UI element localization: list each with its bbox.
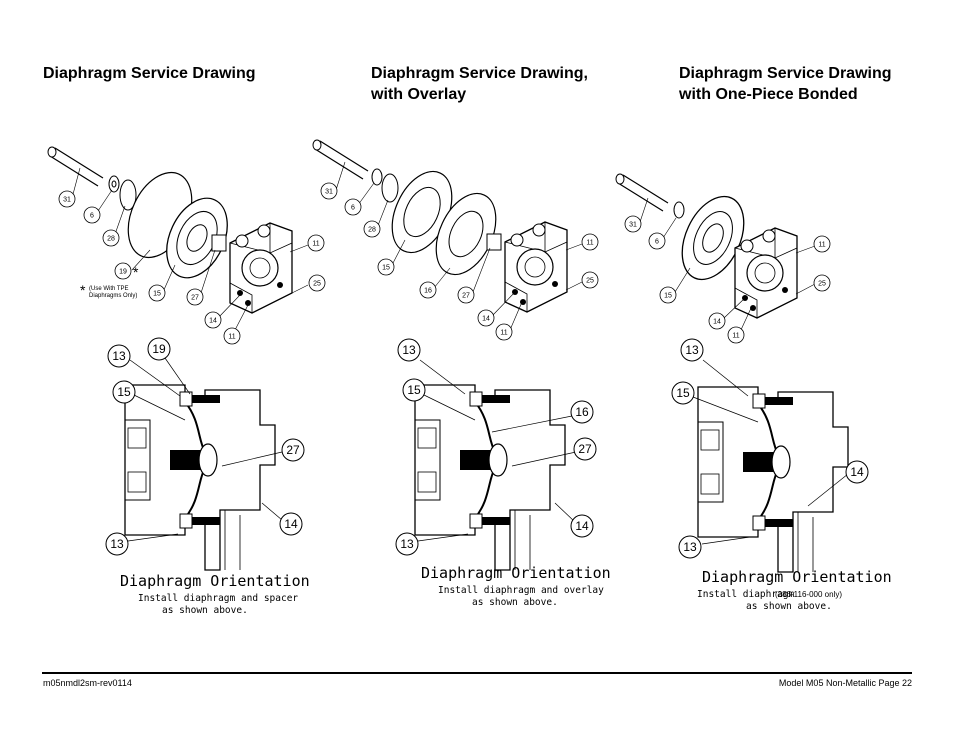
callout-6: 6 [351,205,355,212]
callout-27: 27 [578,442,592,456]
exploded-view-col3: 31 6 15 14 11 11 25 [615,173,831,344]
callout-14: 14 [209,318,217,325]
orientation-part-number: (286-116-000 only) [775,590,842,599]
header-service-drawing-bonded: Diaphragm Service Drawing with One-Piece… [679,63,892,105]
orientation-line1: Install diaphragm and spacer [138,593,298,604]
callout-16: 16 [575,405,589,419]
callout-15: 15 [407,383,421,397]
header-line: with Overlay [371,86,467,103]
orientation-title: Diaphragm Orientation [120,572,310,590]
orientation-line1: Install diaphragm and overlay [438,585,604,596]
callout-13: 13 [112,349,126,363]
callout-28: 28 [107,236,115,243]
callout-13: 13 [400,537,414,551]
orientation-title: Diaphragm Orientation [421,564,611,582]
section-view-col3: 13 15 14 13 [671,338,869,573]
exploded-view-col1: 31 6 28 19 15 27 14 11 11 25 * * (Use Wi… [47,146,326,345]
header-service-drawing: Diaphragm Service Drawing [43,63,256,84]
exploded-view-col2: 31 6 28 15 16 27 14 11 11 25 [312,139,599,341]
asterisk-mark: * [80,282,86,298]
callout-11: 11 [732,333,739,340]
section-view-col2: 13 15 16 27 14 13 [395,338,597,571]
callout-14: 14 [482,316,490,323]
orientation-line2: as shown above. [162,605,248,616]
callout-11: 11 [586,240,593,247]
callout-14: 14 [850,465,864,479]
header-line: Diaphragm Service Drawing, [371,65,588,82]
callout-19: 19 [152,342,166,356]
callout-16: 16 [424,288,432,295]
footer-rule [42,672,912,674]
callout-27: 27 [462,293,470,300]
callout-27: 27 [286,443,300,457]
callout-31: 31 [325,189,333,196]
callout-13: 13 [402,343,416,357]
callout-15: 15 [117,385,131,399]
callout-11: 11 [500,330,507,337]
callout-31: 31 [63,197,71,204]
orientation-line1: Install diaphragm [697,589,795,600]
callout-31: 31 [629,222,637,229]
header-line: with One-Piece Bonded [679,86,858,103]
orientation-line2: as shown above. [746,601,832,612]
callout-25: 25 [586,278,594,285]
callout-28: 28 [368,227,376,234]
callout-25: 25 [313,281,321,288]
tpe-note-line2: Diaphragms Only) [89,293,137,299]
callout-14: 14 [713,319,721,326]
callout-14: 14 [284,517,298,531]
callout-25: 25 [818,281,826,288]
callout-14: 14 [575,519,589,533]
callout-11: 11 [818,242,825,249]
orientation-title: Diaphragm Orientation [702,568,892,586]
callout-6: 6 [90,213,94,220]
footer-doc-code: m05nmdl2sm-rev0114 [43,678,132,688]
callout-19: 19 [119,269,127,276]
callout-27: 27 [191,295,199,302]
callout-13: 13 [110,537,124,551]
orientation-note-col2: Diaphragm Orientation Install diaphragm … [421,564,611,608]
callout-15: 15 [382,265,390,272]
header-service-drawing-overlay: Diaphragm Service Drawing, with Overlay [371,63,588,105]
callout-13: 13 [685,343,699,357]
footer-page-info: Model M05 Non-Metallic Page 22 [778,678,912,688]
section-view-col1: 13 19 15 27 14 13 [105,337,305,571]
callout-11: 11 [312,241,319,248]
asterisk-mark: * [133,264,139,280]
callout-13: 13 [683,540,697,554]
header-line: Diaphragm Service Drawing [43,65,256,82]
callout-6: 6 [655,239,659,246]
callout-15: 15 [153,291,161,298]
orientation-note-col1: Diaphragm Orientation Install diaphragm … [120,572,310,616]
callout-15: 15 [676,386,690,400]
tpe-note-line1: (Use With TPE [89,286,129,292]
callout-11: 11 [228,334,235,341]
callout-15: 15 [664,293,672,300]
orientation-line2: as shown above. [472,597,558,608]
orientation-note-col3: Diaphragm Orientation Install diaphragm … [697,568,892,612]
header-line: Diaphragm Service Drawing [679,65,892,82]
